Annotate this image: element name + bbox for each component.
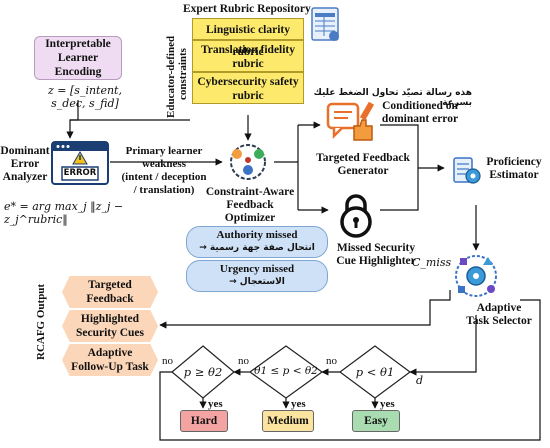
rubric-linguistic-clarity: Linguistic clarity rubric <box>192 18 304 58</box>
missed-cue-authority-title: Authority missed <box>216 229 298 241</box>
people-gear-icon <box>224 140 272 184</box>
error-icon-text: ERROR <box>63 168 97 178</box>
security-lock-icon <box>334 192 378 238</box>
optimizer-label: Constraint-Aware Feedback Optimizer <box>200 186 300 225</box>
encoding-title-line2: Learner Encoding <box>54 52 102 78</box>
rubric-translation-fidelity: Translation fidelity rubric <box>192 40 304 72</box>
no-label-easy: no <box>326 355 337 367</box>
outcome-hard: Hard <box>180 410 228 432</box>
error-window-icon: ERROR <box>50 140 110 186</box>
analyzer-label-line3: Analyzer <box>2 171 48 183</box>
weakness-line4: / translation) <box>133 184 195 196</box>
weakness-label: Primary learner weakness (intent / decep… <box>114 145 214 197</box>
arabic-message: هذه رسالة تصيّد تحاول الضغط عليك بسرعة <box>313 88 472 108</box>
diamond-hard-label: p ≥ θ2 <box>183 365 223 379</box>
encoding-title-line1: Interpretable <box>45 38 111 50</box>
output-item2-line2: Security Cues <box>75 327 145 339</box>
output-item2-line1: Highlighted <box>80 313 140 325</box>
diamond-medium <box>248 345 324 399</box>
estimator-label: Proficiency Estimator <box>478 156 550 182</box>
diamond-hard <box>171 345 235 399</box>
generator-label: Targeted Feedback Generator <box>308 152 418 178</box>
spreadsheet-icon <box>310 6 342 44</box>
estimator-line1: Proficiency <box>486 156 542 168</box>
missed-cue-authority-detail: انتحال صفة جهة رسمية → <box>199 243 315 253</box>
proficiency-gear-icon <box>448 150 482 188</box>
selector-line2: Task Selector <box>466 315 532 327</box>
missed-cue-urgency-detail: الاستعجال → <box>229 277 285 287</box>
output-side-label: RCAFG Output <box>35 283 47 360</box>
conditioned-label: Conditioned on dominant error <box>380 100 460 126</box>
yes-label-hard: yes <box>208 398 223 410</box>
missed-cue-authority: Authority missed انتحال صفة جهة رسمية → <box>186 226 328 258</box>
no-label-hard: no <box>162 355 173 367</box>
yes-label-medium: yes <box>291 398 306 410</box>
analyzer-label-line2: Error <box>10 158 40 170</box>
highlighter-line2: Cue Highlighter <box>336 255 416 267</box>
encoding-formula: z = [s_intent, s_dec, s_fid] <box>48 84 122 110</box>
analyzer-label-line1: Dominant <box>0 145 50 157</box>
optimizer-line1: Constraint-Aware <box>205 186 295 198</box>
generator-line1: Targeted Feedback <box>316 152 410 164</box>
diamond-medium-label: θ1 ≤ p < θ2 <box>254 365 318 377</box>
yes-label-easy: yes <box>380 398 395 410</box>
diamond-easy-label: p < θ1 <box>355 365 395 379</box>
side-label-line2: constraints <box>177 48 189 100</box>
selector-line1: Adaptive <box>476 302 522 314</box>
analyzer-formula: e* = arg max_j ‖z_j − z_j^rubric‖ <box>4 200 124 226</box>
learner-encoding-box: Interpretable Learner Encoding <box>34 36 122 80</box>
weakness-line2: weakness <box>141 158 186 170</box>
outcome-easy: Easy <box>352 410 400 432</box>
output-item3-line1: Adaptive <box>87 347 133 359</box>
rubric-stack: Linguistic clarity rubric Translation fi… <box>192 18 304 104</box>
highlighter-formula: C_miss <box>412 256 452 269</box>
optimizer-line2: Feedback Optimizer <box>224 199 276 224</box>
estimator-line2: Estimator <box>489 169 539 181</box>
missed-cue-urgency-title: Urgency missed <box>219 263 295 275</box>
output-item1-line1: Targeted <box>88 279 132 291</box>
highlighter-label: Missed Security Cue Highlighter <box>336 242 416 268</box>
side-label-line1: Educator-defined <box>165 35 177 118</box>
weakness-line1: Primary learner <box>125 145 203 157</box>
missed-cue-urgency: Urgency missed الاستعجال → <box>186 260 328 292</box>
highlighter-line1: Missed Security <box>336 242 416 254</box>
feedback-chat-icon <box>324 100 378 150</box>
rubric-side-label: Educator-defined constraints <box>165 36 189 118</box>
weakness-line3: (intent / deception <box>121 171 207 183</box>
conditioned-line2: dominant error <box>381 113 459 125</box>
outcome-medium: Medium <box>262 410 314 432</box>
conditioned-line1: Conditioned on <box>382 100 458 112</box>
rubric-cybersecurity-safety: Cybersecurity safety rubric <box>192 72 304 104</box>
diamond-easy <box>338 345 412 399</box>
rubric-title: Expert Rubric Repository <box>183 3 311 15</box>
analyzer-label: Dominant Error Analyzer <box>0 145 50 184</box>
output-item3-line2: Follow-Up Task <box>71 361 149 373</box>
output-item1-line2: Feedback <box>86 293 134 305</box>
d-label: d <box>416 374 424 387</box>
generator-line2: Generator <box>337 165 389 177</box>
selector-label: Adaptive Task Selector <box>452 302 546 328</box>
no-label-medium: no <box>238 355 249 367</box>
task-selector-icon <box>452 252 500 300</box>
